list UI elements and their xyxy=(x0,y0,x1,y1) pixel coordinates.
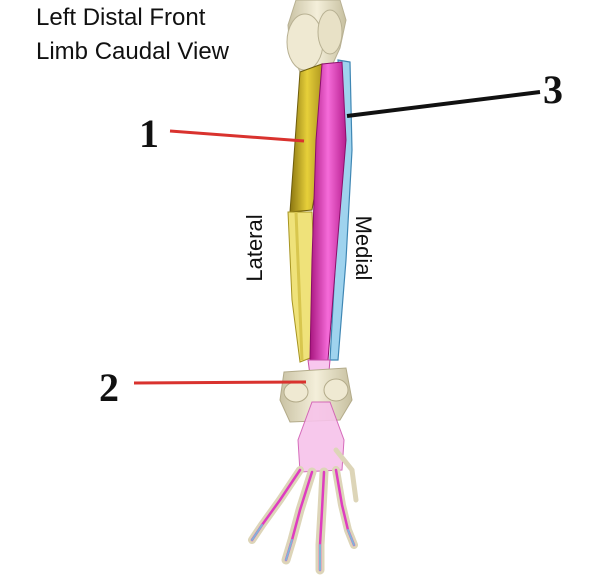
label-number-1: 1 xyxy=(139,111,159,156)
upper-bone xyxy=(286,0,347,73)
label-number-3: 3 xyxy=(543,67,563,112)
label-number-2: 2 xyxy=(99,365,119,410)
medial-label: Medial xyxy=(351,215,376,281)
pointer-line-1 xyxy=(169,129,305,143)
diagram-title-line-1: Left Distal Front xyxy=(36,4,206,31)
lateral-label: Lateral xyxy=(242,214,267,282)
palm-tendon-sheath xyxy=(297,401,345,473)
diagram-title-line-2: Limb Caudal View xyxy=(36,38,229,65)
digits xyxy=(248,447,359,575)
pointer-line-3 xyxy=(346,90,541,118)
pointer-line-2 xyxy=(133,380,307,385)
